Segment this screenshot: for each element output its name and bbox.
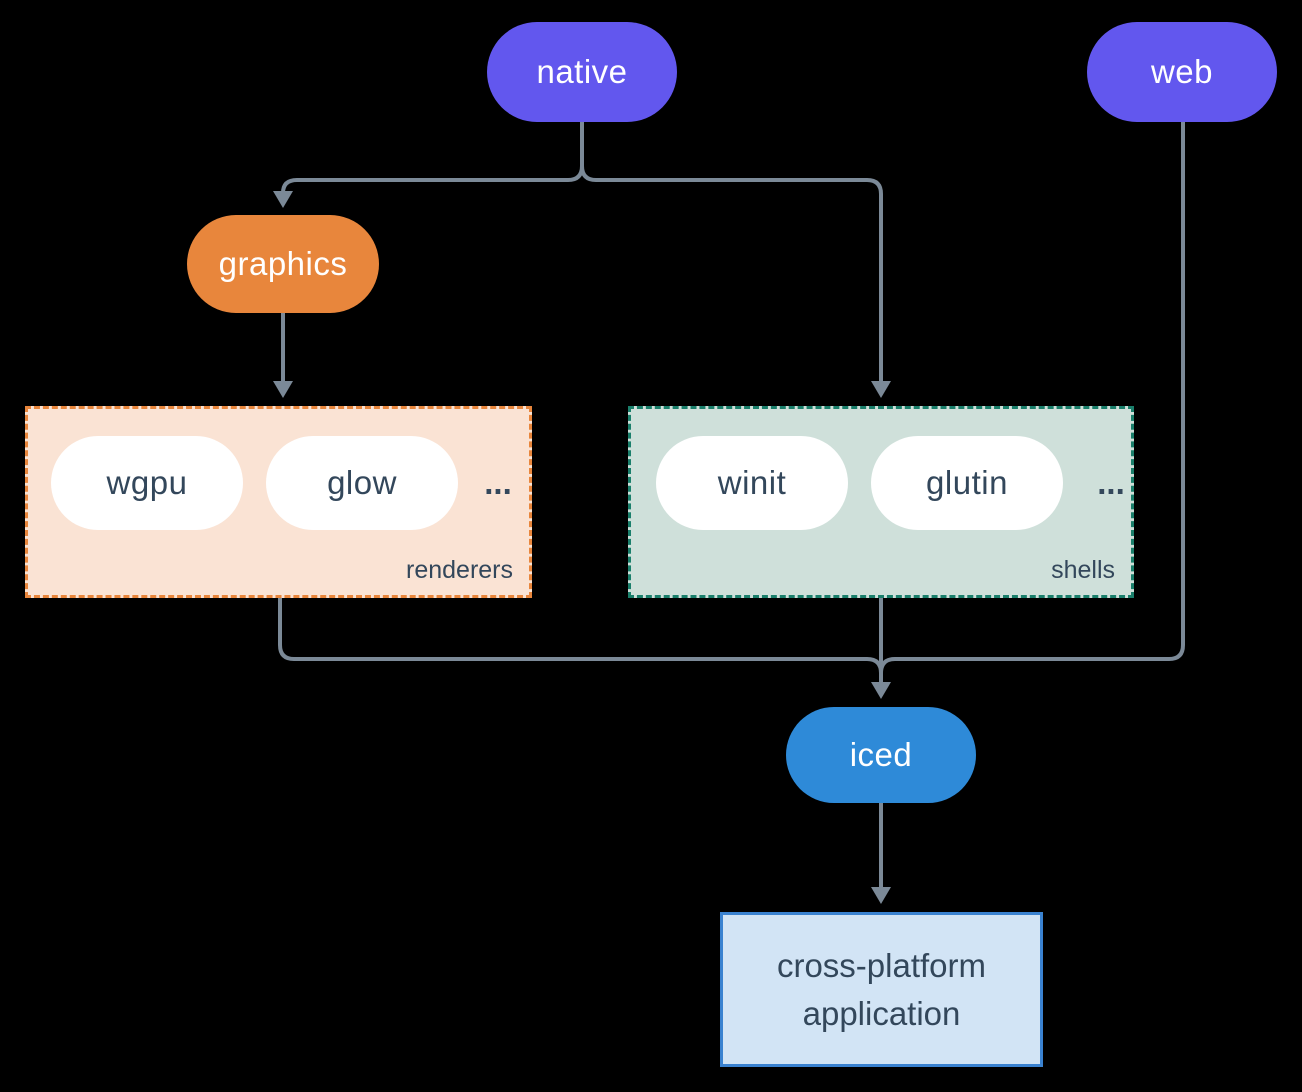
arrowhead-into-shells <box>871 381 891 398</box>
connector-native-to-shells <box>580 122 883 383</box>
arrowhead-into-application <box>871 887 891 904</box>
connector-renderers-to-merge <box>278 598 883 674</box>
group-renderers: wgpu glow ... renderers <box>25 406 532 598</box>
node-graphics: graphics <box>187 215 379 313</box>
renderers-group-label: renderers <box>406 556 513 584</box>
shells-ellipsis: ... <box>1097 464 1125 501</box>
node-cross-platform-application: cross-platform application <box>720 912 1043 1067</box>
group-shells: winit glutin ... shells <box>628 406 1134 598</box>
application-label-line1: cross-platform <box>776 946 987 984</box>
shells-group-label: shells <box>1051 556 1115 584</box>
node-iced: iced <box>786 707 976 803</box>
node-glutin: glutin <box>871 436 1063 530</box>
arrowhead-into-graphics <box>273 191 293 208</box>
renderers-ellipsis: ... <box>484 464 512 501</box>
arrowhead-into-renderers <box>273 381 293 398</box>
application-label-line2: application <box>802 994 961 1032</box>
node-winit: winit <box>656 436 848 530</box>
connector-native-to-graphics <box>281 122 584 194</box>
node-web: web <box>1087 22 1277 122</box>
node-glow: glow <box>266 436 458 530</box>
node-wgpu: wgpu <box>51 436 243 530</box>
arrowhead-into-iced <box>871 682 891 699</box>
node-native: native <box>487 22 677 122</box>
